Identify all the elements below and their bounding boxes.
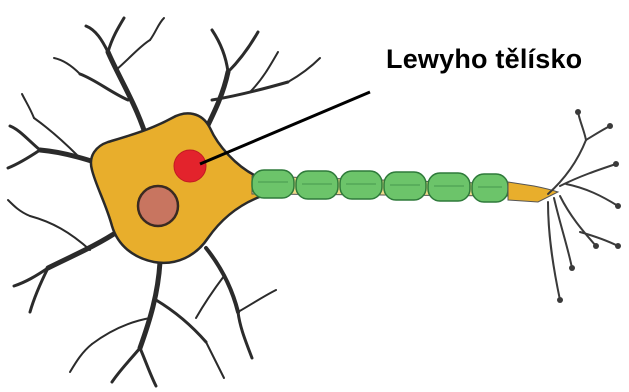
myelin-sheath [252,170,508,202]
nucleus [138,186,178,226]
lewy-body [174,150,206,182]
axon-terminal [508,109,621,303]
label-pointer [200,92,370,164]
lewy-body-label: Lewyho tělísko [386,44,582,75]
cell-body [91,113,262,262]
axon [252,170,512,202]
